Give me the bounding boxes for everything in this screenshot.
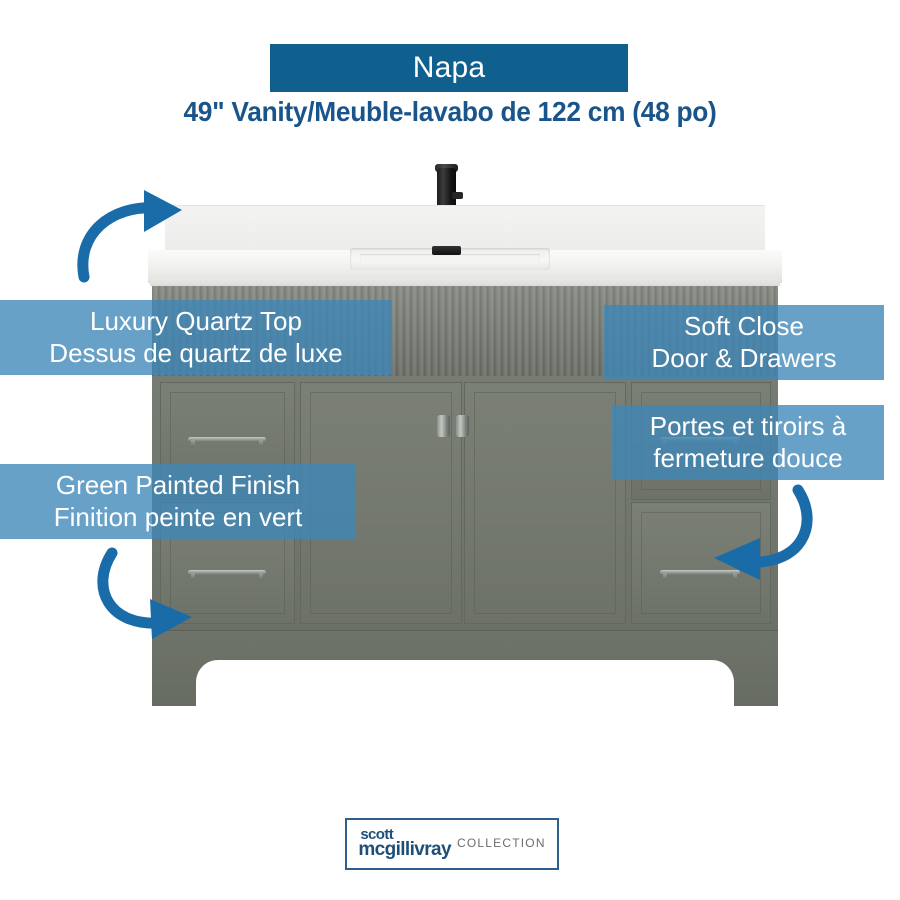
label-soft-close-fr-line1: Portes et tiroirs à	[649, 411, 847, 441]
label-soft-close-fr-line2: fermeture douce	[653, 442, 843, 473]
product-title-banner: Napa	[270, 44, 628, 92]
center-left-door-knob[interactable]	[437, 415, 450, 437]
label-quartz-top: Luxury Quartz Top Dessus de quartz de lu…	[0, 300, 392, 376]
product-subtitle: 49" Vanity/Meuble-lavabo de 122 cm (48 p…	[183, 96, 717, 127]
brand-logo-content: scott mcgillivray COLLECTION	[358, 826, 546, 861]
label-soft-close-fr: Portes et tiroirs à fermeture douce	[612, 405, 884, 481]
label-green-finish: Green Painted Finish Finition peinte en …	[0, 464, 356, 540]
brand-name-last: mcgillivray	[358, 839, 451, 861]
center-right-door-knob[interactable]	[456, 415, 469, 437]
arrow-to-soft-close-drawer-icon	[714, 484, 813, 580]
label-quartz-top-line2: Dessus de quartz de luxe	[49, 337, 343, 368]
label-green-finish-line2: Finition peinte en vert	[53, 501, 303, 532]
product-title: Napa	[412, 51, 486, 84]
brand-name-first: scott	[360, 826, 394, 844]
label-soft-close: Soft Close Door & Drawers	[604, 305, 884, 381]
label-soft-close-line1: Soft Close	[684, 311, 804, 341]
left-lower-drawer-handle[interactable]	[188, 570, 266, 580]
arrow-to-quartz-top-icon	[77, 190, 182, 283]
label-green-finish-line1: Green Painted Finish	[55, 470, 301, 500]
sink-basin	[360, 254, 540, 264]
countertop-edge	[150, 278, 780, 286]
label-quartz-top-line1: Luxury Quartz Top	[90, 306, 302, 336]
brand-collection-label: COLLECTION	[457, 836, 546, 850]
faucet-handle	[452, 192, 463, 199]
brand-logo: scott mcgillivray COLLECTION	[345, 818, 559, 870]
base-arch-cutout	[196, 660, 734, 708]
label-soft-close-line2: Door & Drawers	[651, 342, 837, 373]
brand-name: scott mcgillivray	[358, 826, 451, 861]
left-upper-drawer-handle[interactable]	[188, 437, 266, 447]
faucet-base	[432, 246, 461, 255]
center-right-door[interactable]	[464, 382, 626, 624]
arrow-to-green-finish-icon	[97, 547, 192, 639]
backsplash	[165, 205, 765, 256]
right-lower-drawer-handle[interactable]	[660, 570, 740, 580]
